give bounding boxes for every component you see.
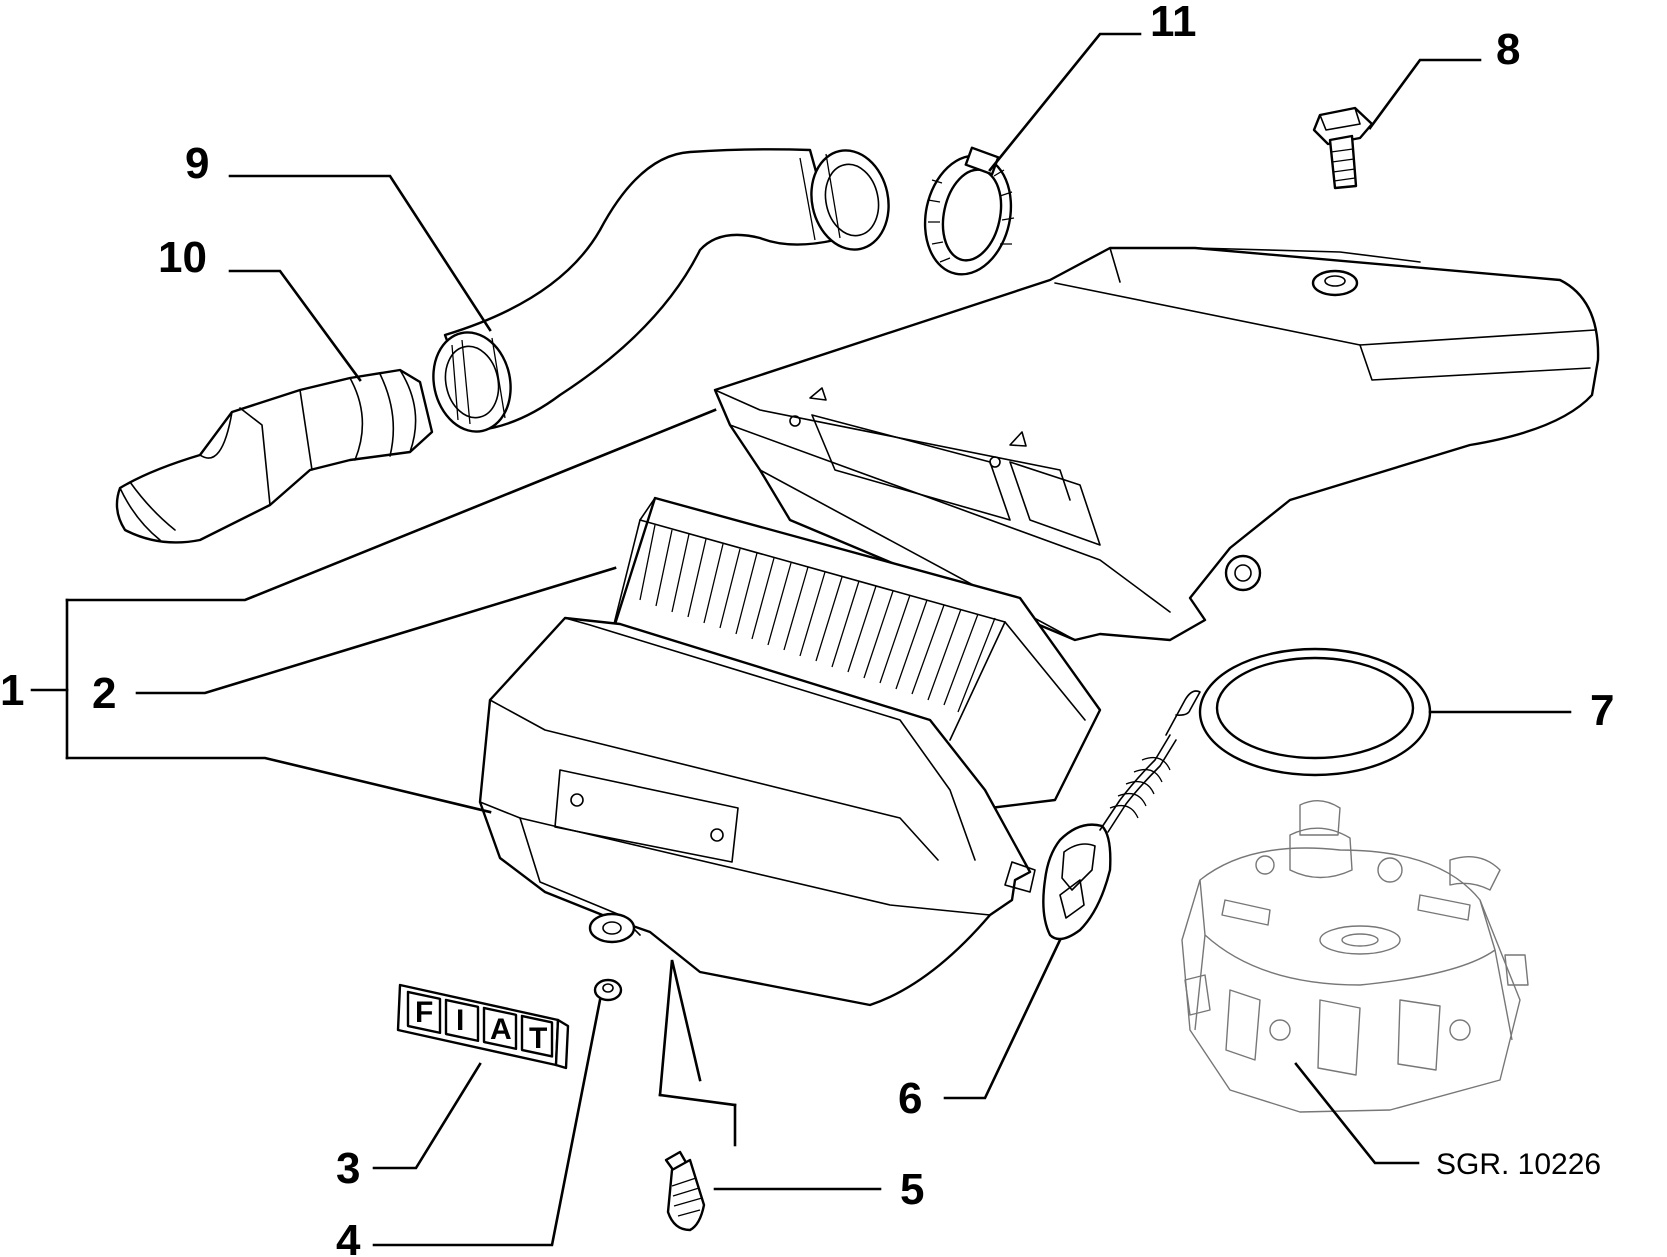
badge-letter-box-a — [482, 1006, 518, 1051]
carburettor-reference — [1181, 800, 1529, 1113]
badge-letter-box-i — [444, 998, 480, 1043]
grommet — [593, 978, 623, 1002]
callout-9: 9 — [185, 139, 209, 188]
fiat-badge: F I A T — [396, 983, 570, 1070]
badge-letter-box-t — [520, 1014, 554, 1058]
drain-valve — [664, 1150, 706, 1232]
badge-letter-a: A — [490, 1013, 512, 1046]
rubber-hose — [432, 148, 890, 433]
retaining-clip — [1042, 690, 1201, 941]
hose-clamp — [923, 146, 1015, 276]
badge-letter-t: T — [529, 1022, 547, 1055]
intake-snorkel — [115, 368, 434, 544]
callout-1: 1 — [0, 666, 24, 715]
callout-3: 3 — [336, 1144, 360, 1193]
badge-letter-box-f — [406, 990, 442, 1035]
sealing-ring — [1198, 647, 1432, 777]
callout-labels: 1 2 3 4 5 6 7 8 9 10 11 SGR. 10226 — [0, 0, 1614, 1257]
reference-code: SGR. 10226 — [1436, 1148, 1601, 1181]
callout-10: 10 — [158, 233, 207, 282]
callout-4: 4 — [336, 1216, 361, 1257]
callout-11: 11 — [1150, 0, 1197, 46]
bolt — [1312, 106, 1374, 190]
badge-letter-f: F — [415, 996, 433, 1029]
callout-8: 8 — [1496, 25, 1520, 74]
callout-5: 5 — [900, 1165, 924, 1214]
callout-7: 7 — [1590, 686, 1614, 735]
callout-6: 6 — [898, 1074, 922, 1123]
callout-2: 2 — [92, 669, 116, 718]
leader-lines — [30, 32, 1572, 1247]
badge-letter-i: I — [456, 1004, 464, 1037]
filter-housing — [478, 616, 1036, 1007]
